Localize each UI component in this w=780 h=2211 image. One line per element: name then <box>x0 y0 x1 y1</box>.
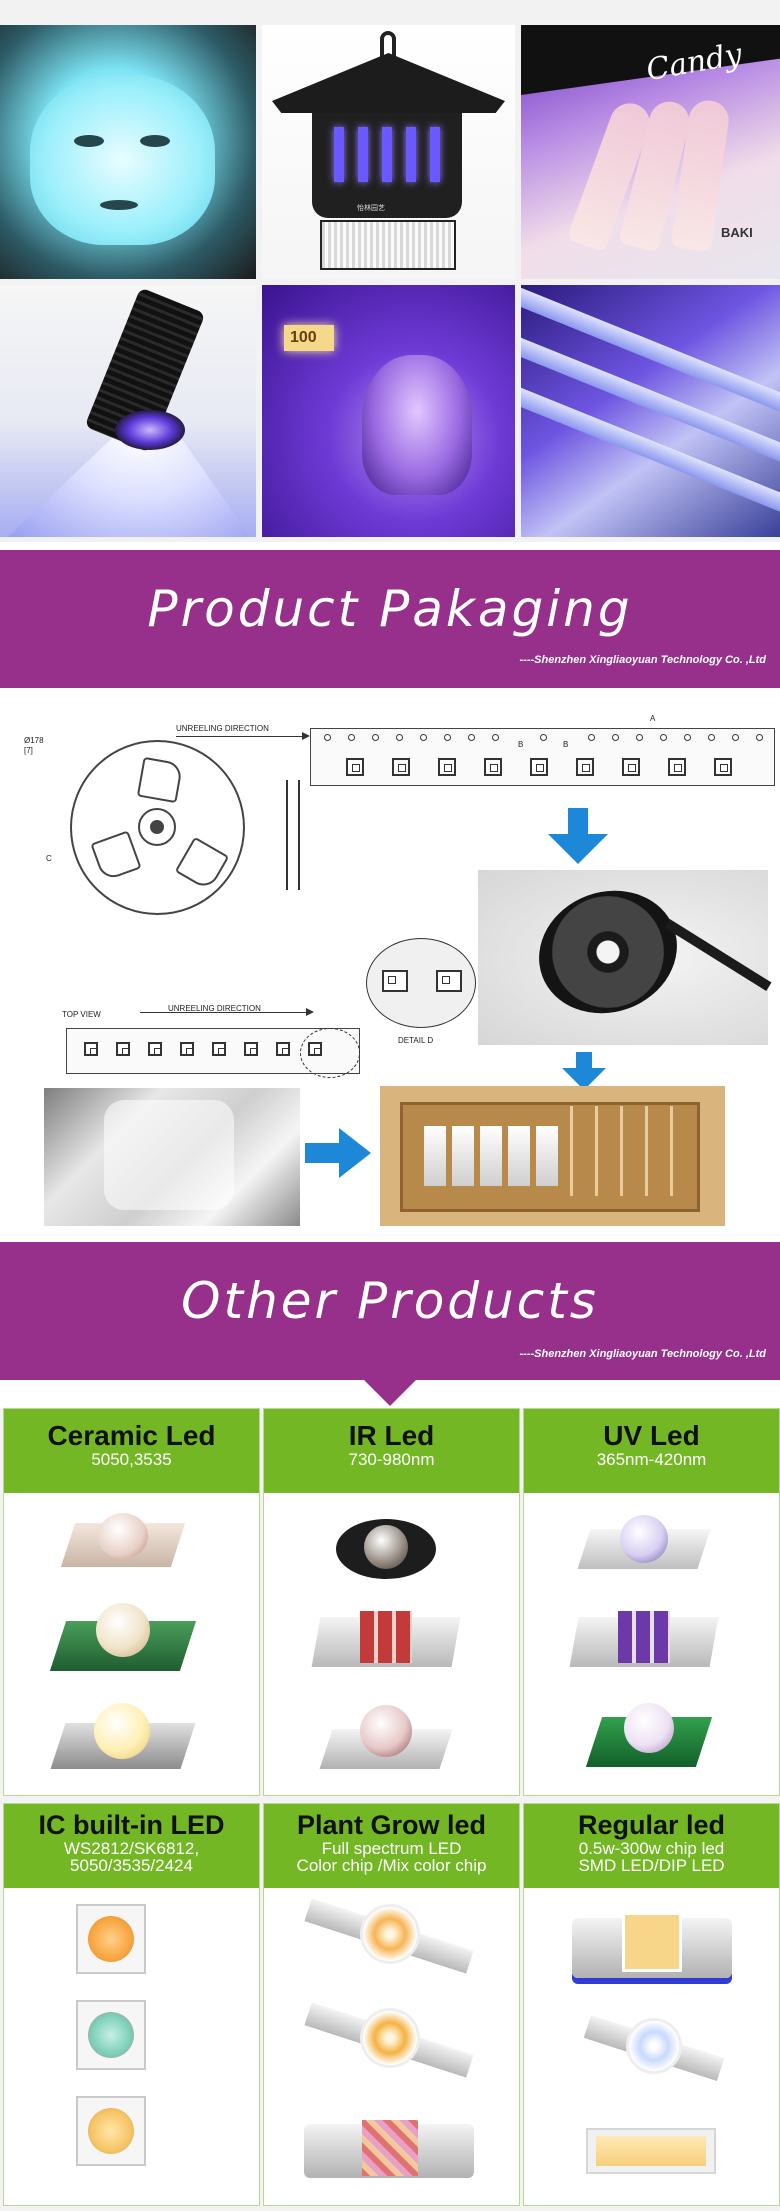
anti-static-bag-photo <box>44 1088 300 1226</box>
banknote-number: 100 <box>290 329 317 346</box>
product-card-regular[interactable]: Regular led 0.5w-300w chip led SMD LED/D… <box>523 1803 780 2206</box>
uv-led-image <box>585 1699 713 1779</box>
down-arrow-2 <box>562 1052 622 1108</box>
packaging-company: ----Shenzhen Xingliaoyuan Technology Co.… <box>519 654 766 666</box>
product-subtitle: 0.5w-300w chip led <box>578 1839 725 1858</box>
products-banner: Other Products ----Shenzhen Xingliaoyuan… <box>0 1242 780 1406</box>
plant-grow-led-image <box>304 2104 474 2194</box>
face-mask <box>30 75 215 245</box>
uv-nail-dryer-photo: Candy BAKI <box>521 25 780 279</box>
ic-led-image <box>76 1904 146 1974</box>
product-title: IC built-in LED <box>38 1810 225 1840</box>
packaging-title: Product Pakaging <box>147 580 633 638</box>
ir-led-image <box>326 1509 446 1589</box>
detail-d-label: DETAIL D <box>398 1036 434 1045</box>
product-subtitle: 5050,3535 <box>91 1450 172 1469</box>
ceramic-led-image <box>49 1599 197 1679</box>
carton-box-photo <box>380 1086 725 1226</box>
banner-arrow <box>364 1380 416 1406</box>
product-card-ceramic[interactable]: Ceramic Led 5050,3535 <box>3 1408 260 1796</box>
tape-label-a: A <box>650 714 656 723</box>
packaging-banner: Product Pakaging ----Shenzhen Xingliaoyu… <box>0 550 780 714</box>
product-title: Ceramic Led <box>47 1420 216 1451</box>
uv-banknote-photo: 100 <box>262 285 515 537</box>
right-arrow <box>305 1128 371 1178</box>
regular-led-image <box>586 2120 716 2180</box>
product-title: Regular led <box>577 1810 726 1840</box>
products-title: Other Products <box>181 1272 599 1330</box>
reel-diameter: Ø178 <box>24 736 44 745</box>
reel-photo <box>478 870 772 1045</box>
products-company: ----Shenzhen Xingliaoyuan Technology Co.… <box>519 1348 766 1360</box>
unreeling-direction-top: UNREELING DIRECTION <box>176 724 269 733</box>
uv-face-mask-photo <box>0 25 256 279</box>
product-subtitle: WS2812/SK6812, <box>63 1839 200 1858</box>
ceramic-led-image <box>50 1699 196 1779</box>
unreeling-direction-bottom: UNREELING DIRECTION <box>168 1004 261 1013</box>
uv-led-image <box>569 1599 719 1679</box>
product-card-ic[interactable]: IC built-in LED WS2812/SK6812, 5050/3535… <box>3 1803 260 2206</box>
product-title: IR Led <box>348 1420 435 1451</box>
product-card-ir[interactable]: IR Led 730-980nm <box>263 1408 520 1796</box>
ic-led-image <box>76 2000 146 2070</box>
plant-grow-led-image <box>304 1898 474 1980</box>
lamp-brand: 怡林园艺 <box>357 205 385 212</box>
packaging-diagram: Ø178 [7] C UNREELING DIRECTION A B B UNR… <box>0 688 780 1242</box>
uv-flashlight-photo <box>0 285 256 537</box>
product-subtitle: 730-980nm <box>348 1450 435 1469</box>
product-card-plant-grow[interactable]: Plant Grow led Full spectrum LED Color c… <box>263 1803 520 2206</box>
application-photo-grid: 怡林园艺 Candy BAKI 100 <box>0 0 780 542</box>
product-card-uv[interactable]: UV Led 365nm-420nm <box>523 1408 780 1796</box>
down-arrow-1 <box>548 808 608 864</box>
ic-led-image <box>76 2096 146 2166</box>
uv-curing-photo <box>521 285 780 537</box>
product-subtitle-2: Color chip /Mix color chip <box>296 1856 487 1875</box>
ceramic-led-image <box>60 1509 186 1579</box>
products-grid: Ceramic Led 5050,3535 IR Led 730-980nm <box>0 1408 780 2211</box>
reel-diameter-bracket: [7] <box>24 746 33 755</box>
product-subtitle: 365nm-420nm <box>596 1450 707 1469</box>
product-subtitle-2: SMD LED/DIP LED <box>578 1856 725 1875</box>
regular-led-image <box>583 2014 725 2094</box>
product-title: UV Led <box>603 1420 700 1451</box>
plant-grow-led-image <box>304 2002 474 2084</box>
regular-led-image <box>572 1900 732 1990</box>
product-subtitle-2: 5050/3535/2424 <box>70 1856 193 1875</box>
reel-label-c: C <box>46 854 52 863</box>
ir-led-image <box>319 1699 453 1779</box>
nail-dryer-label: BAKI <box>721 225 753 240</box>
product-title: Plant Grow led <box>296 1810 487 1840</box>
ir-led-image <box>311 1599 461 1679</box>
top-view-label: TOP VIEW <box>62 1010 101 1019</box>
reel-drawing <box>70 740 245 915</box>
tape-label-b1: B <box>518 740 524 749</box>
tape-label-b2: B <box>563 740 569 749</box>
product-subtitle: Full spectrum LED <box>321 1839 462 1858</box>
uv-led-image <box>577 1509 711 1589</box>
uv-mosquito-lamp-photo: 怡林园艺 <box>262 25 515 279</box>
